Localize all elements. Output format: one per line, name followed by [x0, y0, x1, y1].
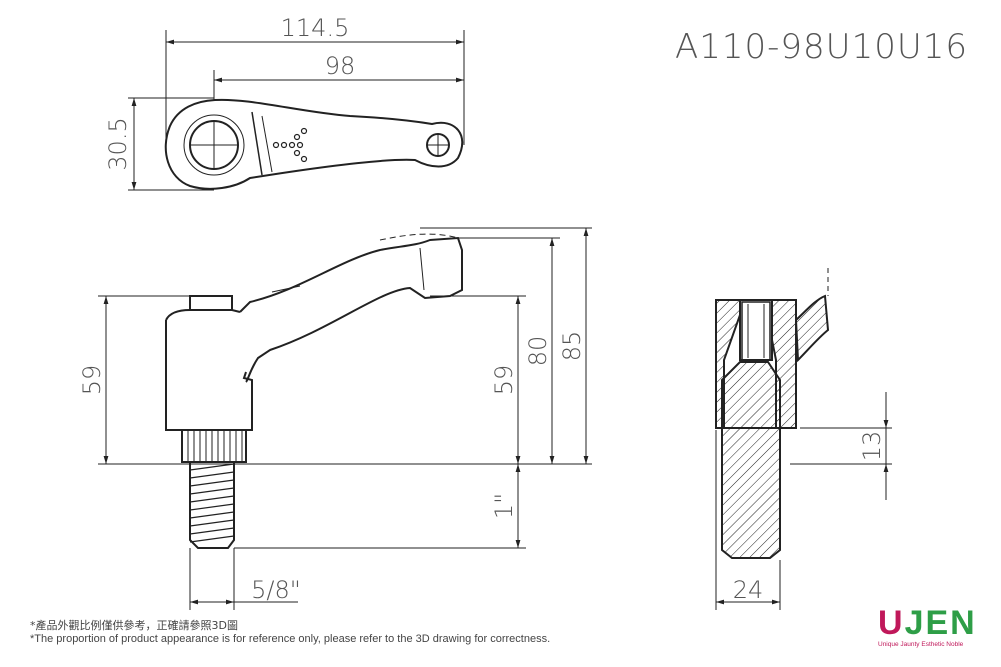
- dim-80: 80: [524, 336, 552, 367]
- dim-59-left: 59: [78, 365, 106, 396]
- dim-thread-length: 1": [490, 493, 518, 519]
- dim-30-5: 30.5: [104, 117, 132, 170]
- dim-59-right: 59: [490, 365, 518, 396]
- dim-114-5: 114.5: [281, 14, 350, 42]
- dim-98: 98: [325, 52, 356, 80]
- side-thread-stud: [189, 462, 235, 549]
- brand-logo: UJEN Unique Jaunty Esthetic Noble: [878, 606, 978, 648]
- top-pivot-hole: [426, 133, 450, 157]
- top-view: [164, 98, 464, 190]
- dim-24: 24: [733, 576, 764, 604]
- side-body: [165, 320, 253, 431]
- logo-letter-u: U: [878, 604, 905, 642]
- section-dimensions: [715, 392, 892, 610]
- grip-dots: [272, 127, 308, 163]
- top-view-dimensions: [128, 30, 465, 191]
- side-lever: [239, 236, 463, 383]
- dim-85: 85: [558, 331, 586, 362]
- dim-13: 13: [858, 431, 886, 462]
- section-stud: [721, 361, 781, 559]
- logo-wordmark: UJEN: [878, 606, 978, 640]
- note-english: *The proportion of product appearance is…: [30, 633, 551, 645]
- part-number: A110-98U10U16: [675, 27, 968, 67]
- side-view: [165, 233, 463, 549]
- note-chinese: *產品外觀比例僅供參考，正確請參照3D圖: [30, 619, 238, 632]
- top-lever-outline: [164, 98, 464, 190]
- logo-letters-jen: JEN: [904, 604, 977, 642]
- section-view: [715, 268, 830, 559]
- logo-tagline: Unique Jaunty Esthetic Noble: [878, 641, 964, 648]
- dim-thread-size: 5/8": [251, 576, 301, 604]
- side-knurl: [181, 429, 247, 463]
- side-view-dimensions: [98, 227, 592, 610]
